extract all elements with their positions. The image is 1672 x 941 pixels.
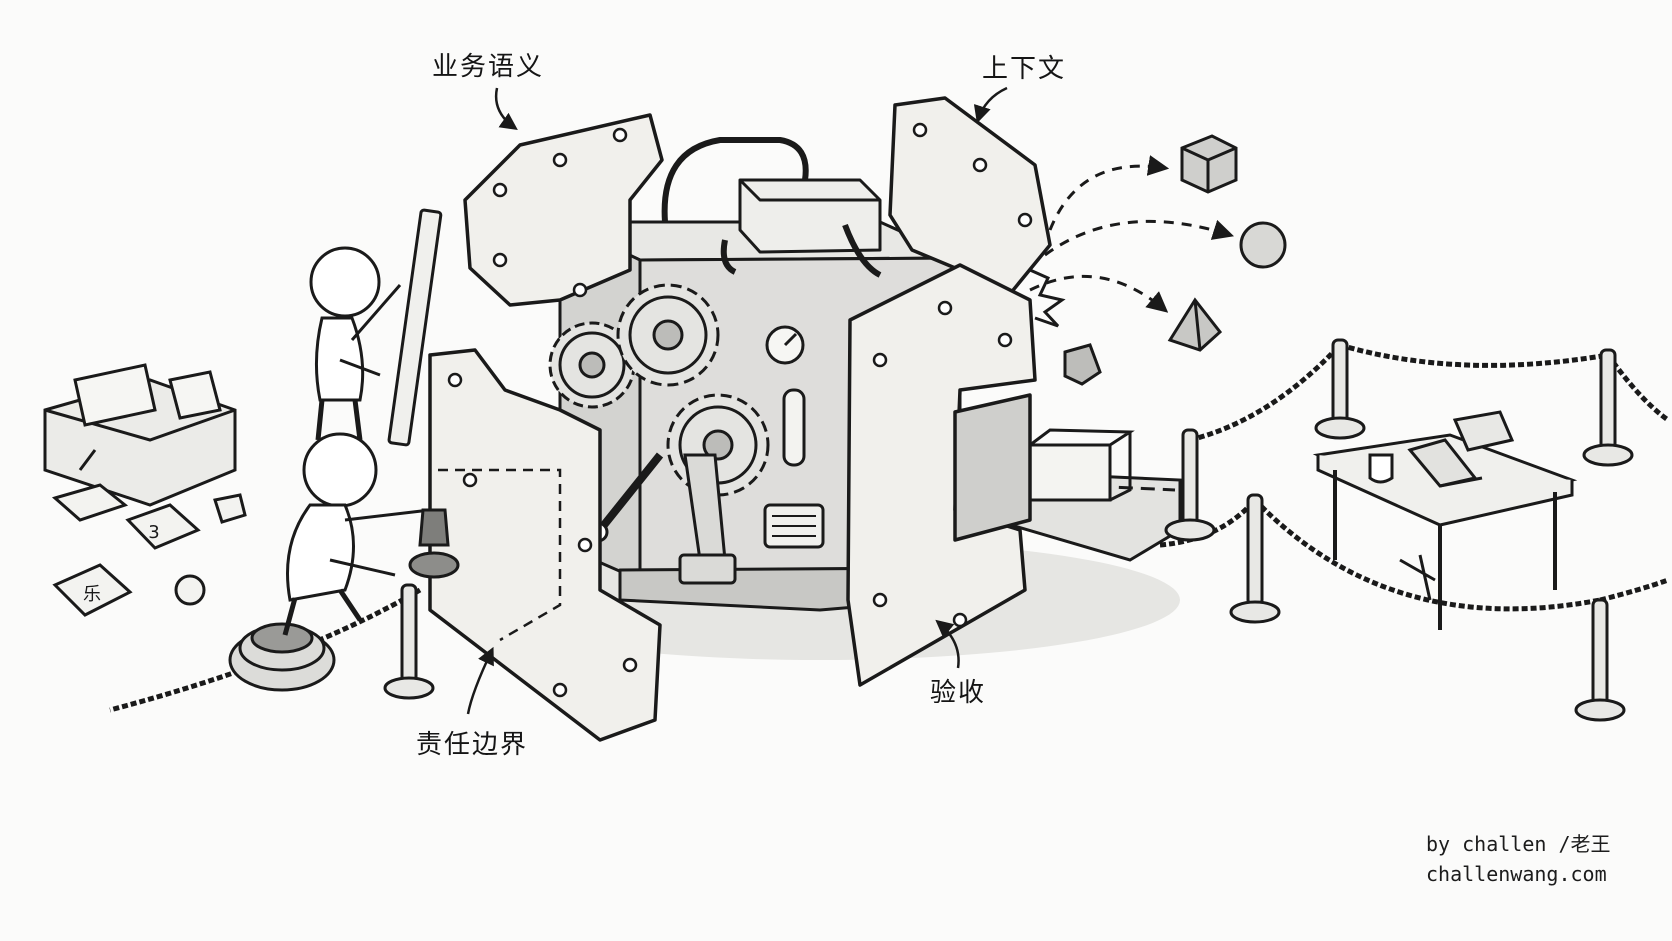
desk: [1312, 410, 1578, 630]
pipe-1: [661, 137, 809, 223]
dashed-arrow: [1044, 219, 1235, 257]
head: [309, 246, 381, 318]
panel-responsibility-boundary: [428, 348, 662, 742]
label-responsibility-boundary: 责任边界: [416, 730, 529, 760]
stanchion-post: [1599, 348, 1617, 452]
label-pointers: [466, 86, 1008, 715]
floor-items: [51, 483, 247, 617]
mug-icon: [1368, 453, 1394, 484]
card-3: [125, 503, 201, 550]
label-business-semantics: 业务语义: [432, 52, 545, 82]
ejected-shapes: [1029, 134, 1287, 386]
power-plug-icon: [213, 493, 247, 524]
stanchions: [383, 338, 1634, 722]
card-glyph-text: 乐: [83, 584, 101, 605]
head: [302, 432, 378, 508]
stanchion-post: [1246, 493, 1264, 607]
author-credit: by challen /老王: [1426, 832, 1611, 856]
stanchion-post: [1591, 598, 1609, 707]
burst: [1029, 268, 1066, 328]
figure-with-ruler: [309, 208, 443, 447]
indicator-slot: [782, 388, 806, 467]
panels: [428, 96, 1052, 742]
ruler: [387, 208, 443, 447]
stamp: [418, 508, 450, 547]
label-acceptance: 验收: [930, 678, 987, 708]
dashed-arrow: [1029, 274, 1169, 313]
card-3-text: 3: [148, 522, 159, 543]
figure-stamping: [282, 432, 460, 636]
washer: [174, 574, 206, 606]
toolbox: [43, 363, 237, 507]
control-box: [738, 178, 882, 254]
author-website: challenwang.com: [1426, 862, 1607, 886]
chair: [1452, 410, 1515, 452]
stanchion-post: [1331, 338, 1349, 427]
boundary-dashed-line: [438, 468, 562, 642]
pipe-2: [842, 223, 882, 278]
card-glyph: [52, 563, 133, 617]
rope-coil: [228, 622, 336, 692]
pipe-3: [720, 239, 737, 275]
stanchion-post: [1181, 428, 1199, 532]
rock-icon: [1063, 343, 1102, 386]
sphere-icon: [1239, 221, 1287, 269]
label-context: 上下文: [982, 54, 1067, 84]
stanchion-post: [400, 583, 418, 687]
panel-business-semantics: [463, 113, 664, 307]
play-device: [51, 483, 129, 522]
package-box: [1028, 443, 1112, 502]
crank-handle: [587, 452, 737, 585]
